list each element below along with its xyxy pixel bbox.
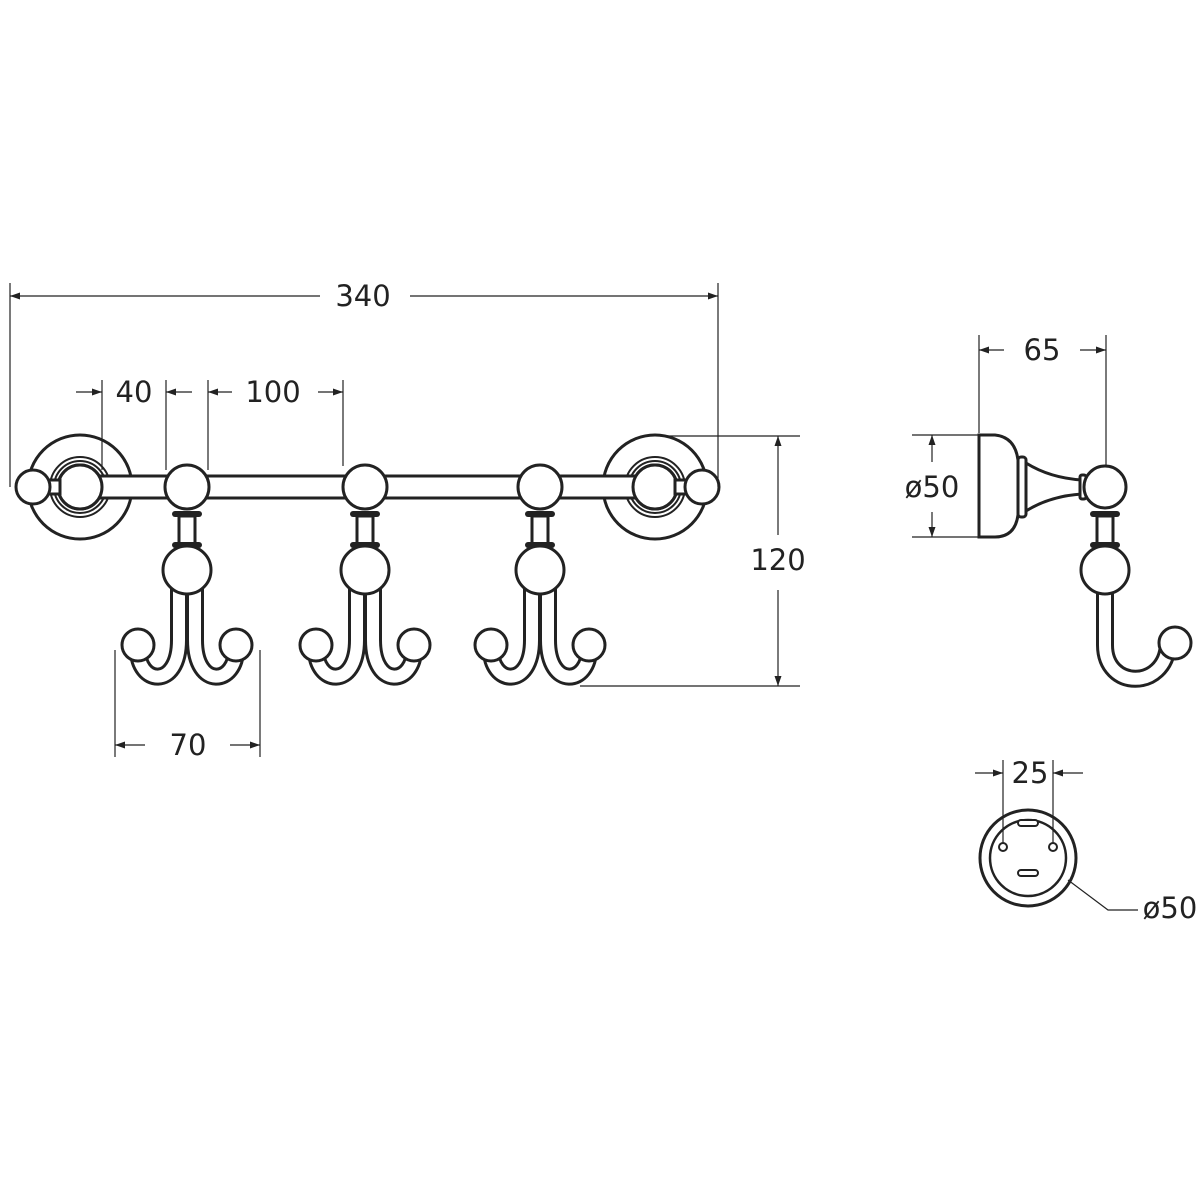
hook-end-ball	[120, 627, 156, 663]
dim-end-to-hook: 40	[116, 375, 153, 409]
left-end-knob	[14, 468, 52, 506]
front-view	[14, 433, 721, 686]
double-hook	[120, 463, 254, 686]
front-dimensions: 340 40 100 70 120	[9, 279, 806, 762]
hook-mount-ball	[516, 463, 564, 511]
hook-end-ball	[396, 627, 432, 663]
double-hook	[473, 463, 607, 686]
dim-base-diameter: ø50	[905, 470, 960, 504]
base-dimensions: 25 ø50	[975, 756, 1197, 925]
dim-overall-length: 340	[335, 279, 390, 313]
hook-mount-ball	[341, 463, 389, 511]
side-dimensions: 65 ø50	[905, 333, 1107, 538]
hook-end-ball	[298, 627, 334, 663]
hook-mount-ball	[163, 463, 211, 511]
hook-end-ball	[218, 627, 254, 663]
dim-height: 120	[750, 543, 805, 577]
dim-projection: 65	[1024, 333, 1061, 367]
side-view	[977, 433, 1193, 688]
dim-hole-spacing: 25	[1012, 756, 1049, 790]
dim-hook-spacing: 100	[245, 375, 300, 409]
hook-end-ball	[473, 627, 509, 663]
right-end-knob	[683, 468, 721, 506]
base-view	[978, 808, 1078, 908]
dim-base-view-diameter: ø50	[1143, 891, 1198, 925]
dim-hook-span: 70	[170, 728, 207, 762]
hook-end-ball	[571, 627, 607, 663]
double-hook	[298, 463, 432, 686]
